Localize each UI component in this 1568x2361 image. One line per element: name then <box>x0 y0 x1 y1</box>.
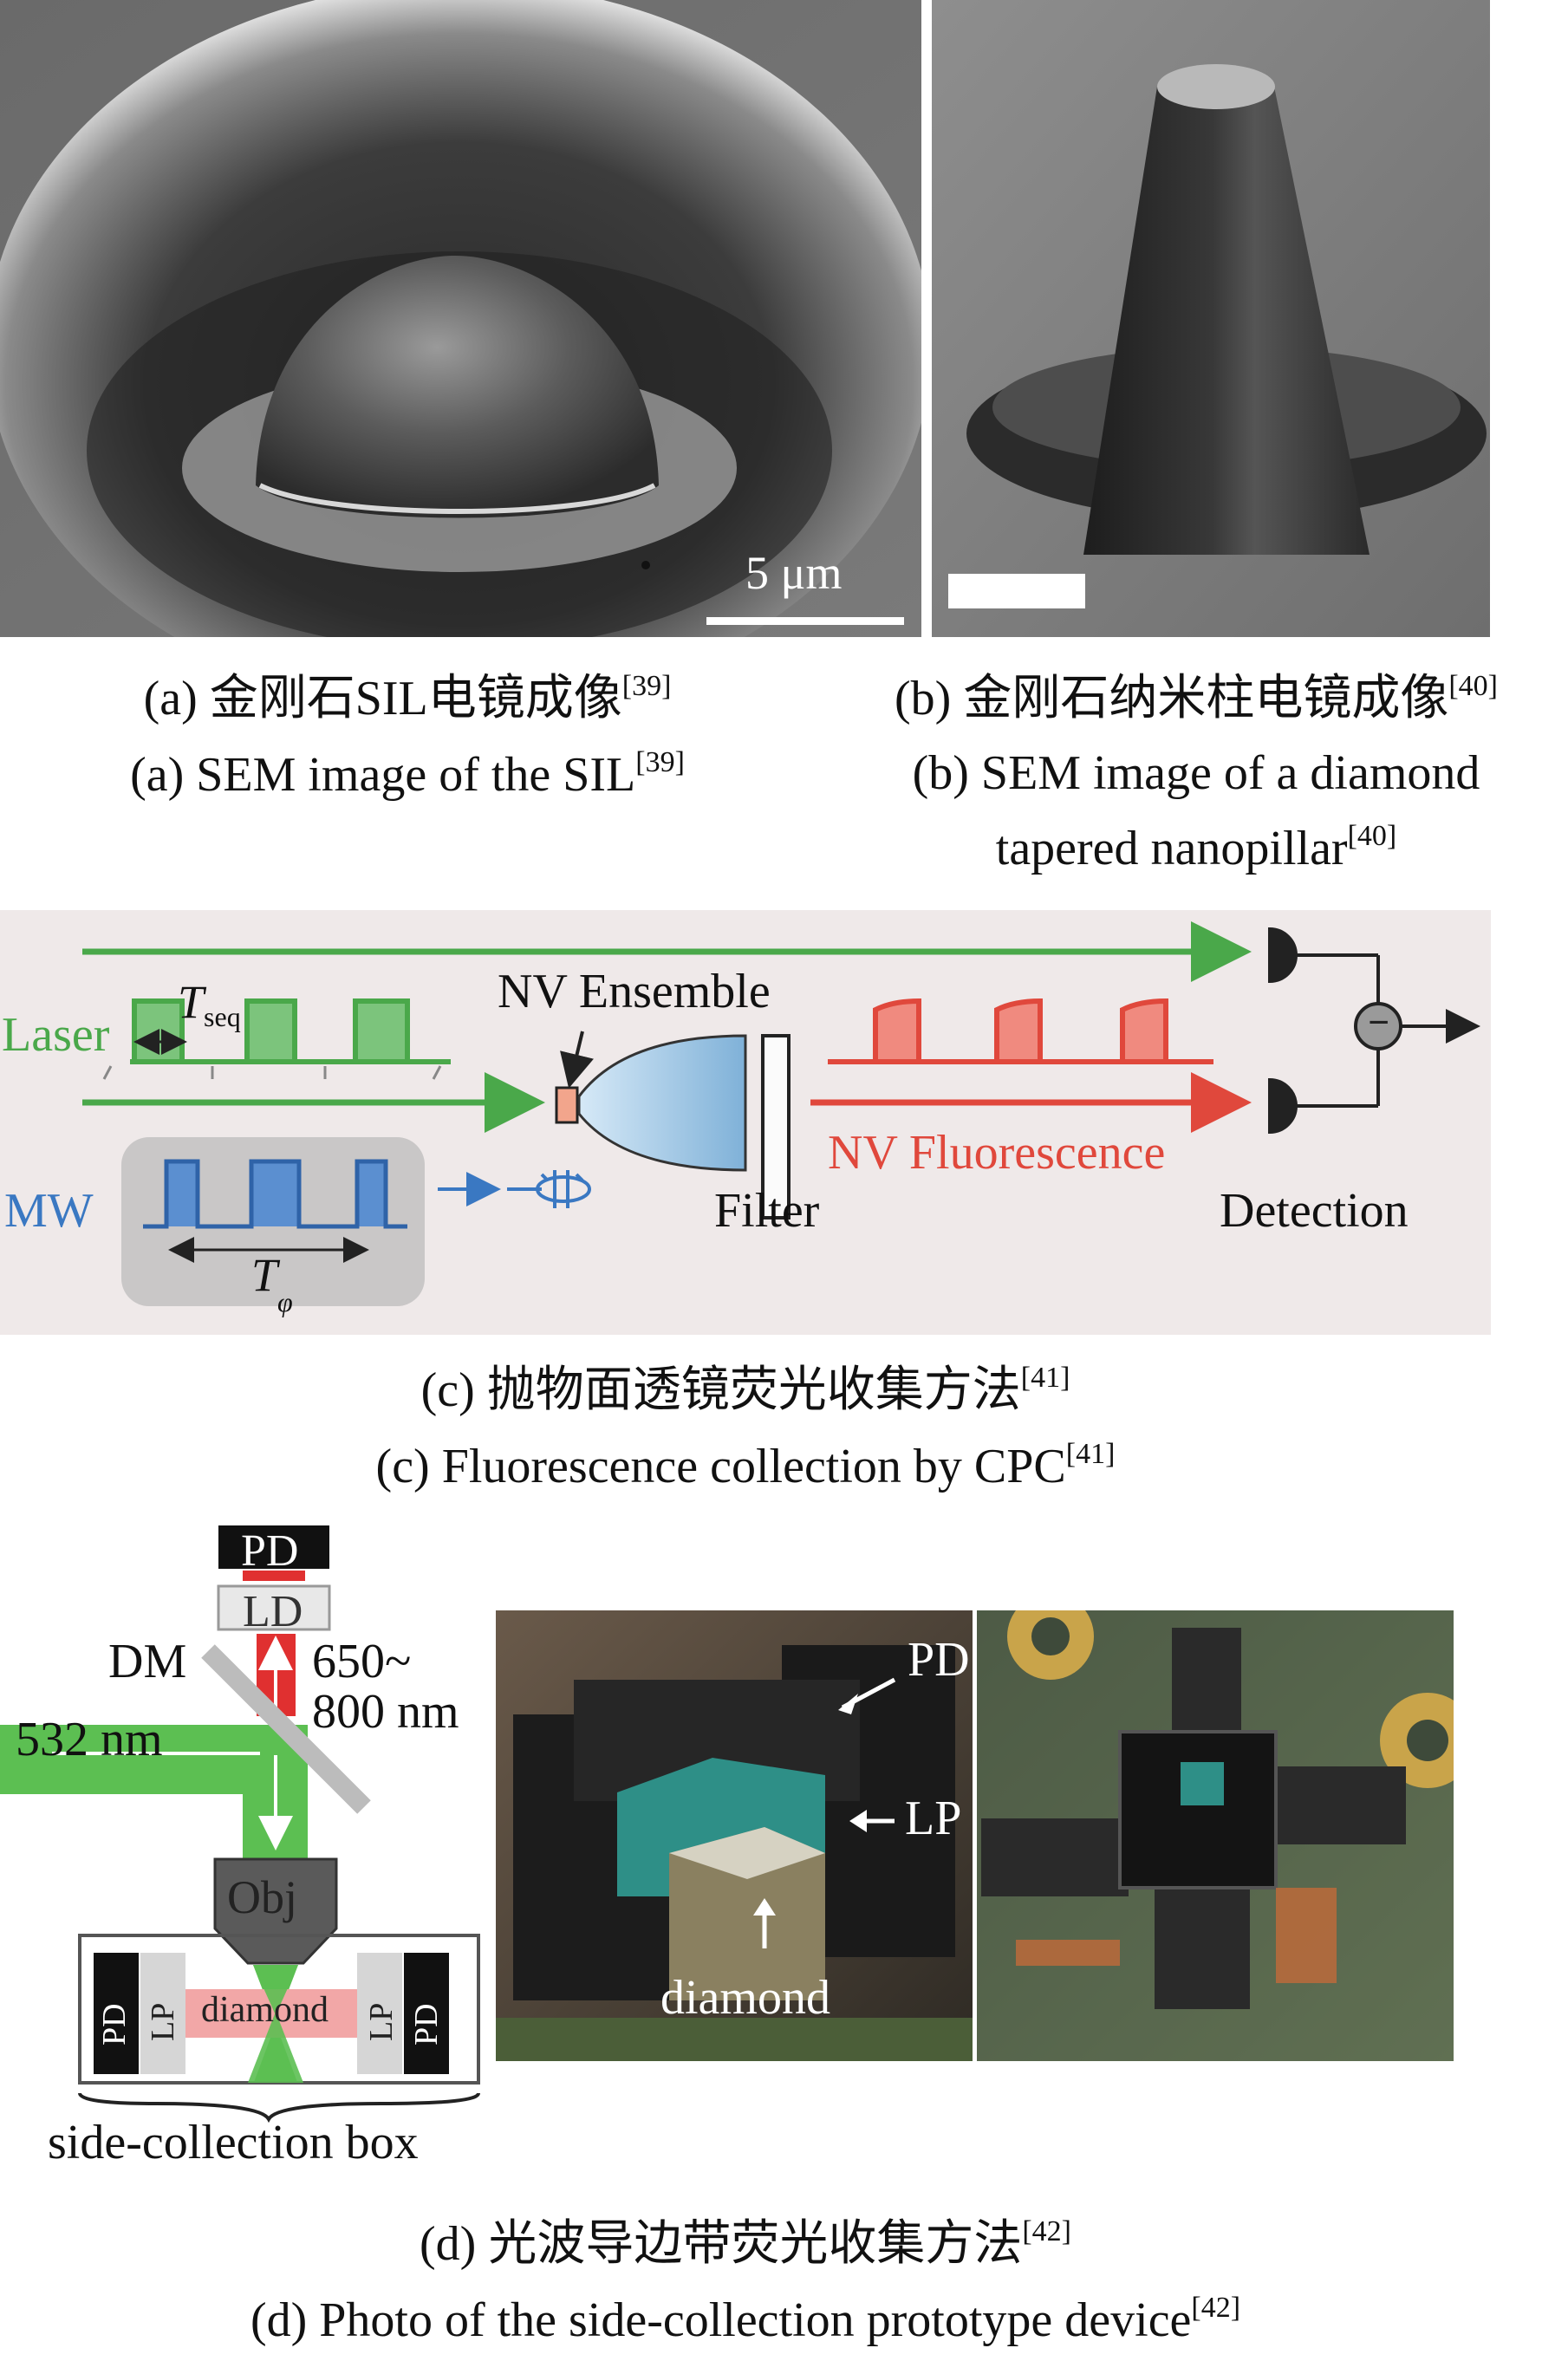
panel-c-diagram: Laser Tseq MW Tφ NV Ensemble Filter NV F… <box>0 910 1491 1335</box>
subtractor-symbol: − <box>1368 1001 1390 1044</box>
panel-b-sem-image <box>932 0 1490 637</box>
obj-label: Obj <box>227 1871 297 1923</box>
caption-c-en: (c) Fluorescence collection by CPC[41] <box>375 1438 1116 1493</box>
caption-d-en: (d) Photo of the side-collection prototy… <box>250 2292 1241 2347</box>
wavelength-range-line2: 800 nm <box>312 1685 459 1739</box>
box-pd-right-label: PD <box>408 2003 445 2046</box>
detection-label: Detection <box>1220 1184 1409 1238</box>
panel-d-photo: PD LP diamond <box>496 1593 1475 2061</box>
photo-diamond-label: diamond <box>660 1971 830 2025</box>
mw-label: MW <box>4 1184 94 1238</box>
caption-b-en-line1: (b) SEM image of a diamond <box>912 746 1480 800</box>
nv-fluorescence-label: NV Fluorescence <box>828 1126 1166 1180</box>
caption-a-en: (a) SEM image of the SIL[39] <box>130 746 685 802</box>
box-pd-left-label: PD <box>96 2003 133 2046</box>
caption-b-cn: (b) 金刚石纳米柱电镜成像[40] <box>895 670 1498 725</box>
laser-label: Laser <box>2 1008 110 1062</box>
ld-label: LD <box>243 1587 303 1636</box>
caption-b-en-line2: tapered nanopillar[40] <box>995 820 1397 875</box>
scale-bar <box>706 617 904 625</box>
tseq-label: Tseq <box>178 976 241 1032</box>
pd-top-label: PD <box>241 1526 299 1576</box>
scale-bar-b <box>948 574 1085 608</box>
photo-pd-label: PD <box>908 1633 970 1687</box>
tphi-label: Tφ <box>251 1249 293 1317</box>
dm-label: DM <box>108 1635 187 1688</box>
caption-d-cn: (d) 光波导边带荧光收集方法[42] <box>420 2215 1071 2271</box>
photo-lp-label: LP <box>905 1792 962 1845</box>
panel-a-sem-image: 5 μm <box>0 0 932 711</box>
filter-label: Filter <box>714 1184 820 1238</box>
scale-bar-label: 5 μm <box>745 547 843 599</box>
panel-d-schematic: PD LD DM 650~ 800 nm 532 nm Obj PD LP di… <box>0 1521 494 2180</box>
box-caption: side-collection box <box>48 2116 419 2169</box>
wavelength-range-line1: 650~ <box>312 1635 412 1688</box>
box-diamond-label: diamond <box>201 1990 329 2030</box>
nv-ensemble-label: NV Ensemble <box>498 965 771 1018</box>
caption-c-cn: (c) 抛物面透镜荧光收集方法[41] <box>420 1362 1070 1417</box>
box-lp-left-label: LP <box>145 2002 181 2041</box>
caption-a-cn: (a) 金刚石SIL电镜成像[39] <box>143 670 672 725</box>
wavelength-532-label: 532 nm <box>16 1713 163 1766</box>
box-lp-right-label: LP <box>363 2002 400 2041</box>
